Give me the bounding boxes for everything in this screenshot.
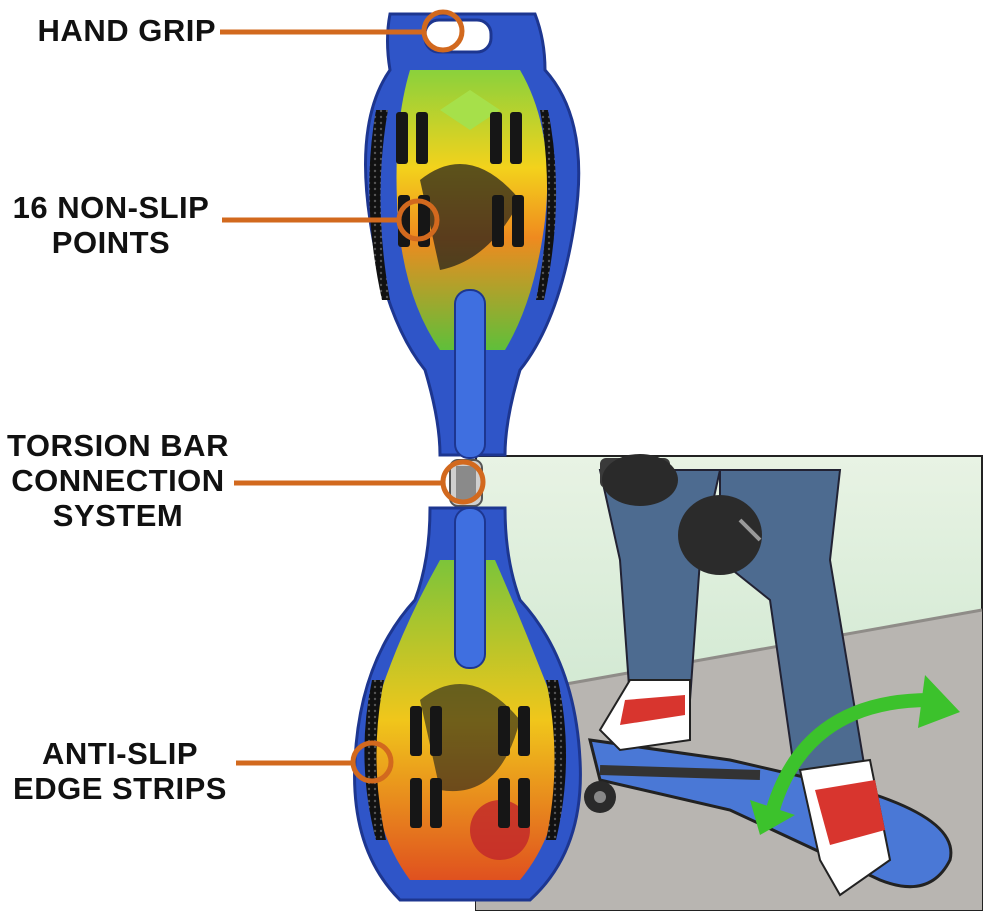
torsion-bar-upper	[454, 289, 486, 459]
label-non-slip: 16 NON-SLIP POINTS	[0, 190, 222, 260]
label-torsion-line2: CONNECTION	[11, 463, 225, 498]
label-hand-grip-text: HAND GRIP	[37, 13, 216, 48]
knee-pad-right	[678, 495, 762, 575]
callout-circle-anti-slip	[350, 740, 394, 784]
label-non-slip-line1: 16 NON-SLIP	[12, 190, 210, 225]
label-hand-grip: HAND GRIP	[16, 13, 216, 48]
label-anti-slip: ANTI-SLIP EDGE STRIPS	[4, 736, 236, 806]
edge-strip-bottom-left	[364, 680, 386, 840]
callout-circle-torsion	[440, 459, 486, 505]
riding-illustration	[475, 454, 983, 911]
motion-arrow	[763, 693, 931, 822]
label-anti-slip-line1: ANTI-SLIP	[41, 736, 199, 771]
label-torsion-line1: TORSION BAR	[7, 428, 229, 463]
label-torsion: TORSION BAR CONNECTION SYSTEM	[2, 428, 234, 533]
knee-pad-left	[602, 454, 678, 506]
caster-board	[353, 12, 582, 902]
label-torsion-line3: SYSTEM	[52, 498, 184, 533]
arrow-head-left	[750, 800, 795, 835]
torsion-bar-lower	[454, 507, 486, 669]
label-anti-slip-line2: EDGE STRIPS	[13, 771, 227, 806]
arrow-head-right	[918, 675, 960, 728]
non-slip-pads-bottom	[410, 706, 530, 828]
edge-strip-top-left	[369, 110, 390, 300]
callout-circle-non-slip	[396, 198, 440, 242]
label-non-slip-line2: POINTS	[51, 225, 171, 260]
callouts	[220, 9, 486, 784]
edge-strip-top-right	[536, 110, 557, 300]
edge-strip-bottom-right	[546, 680, 567, 840]
callout-circle-hand-grip	[421, 9, 465, 53]
